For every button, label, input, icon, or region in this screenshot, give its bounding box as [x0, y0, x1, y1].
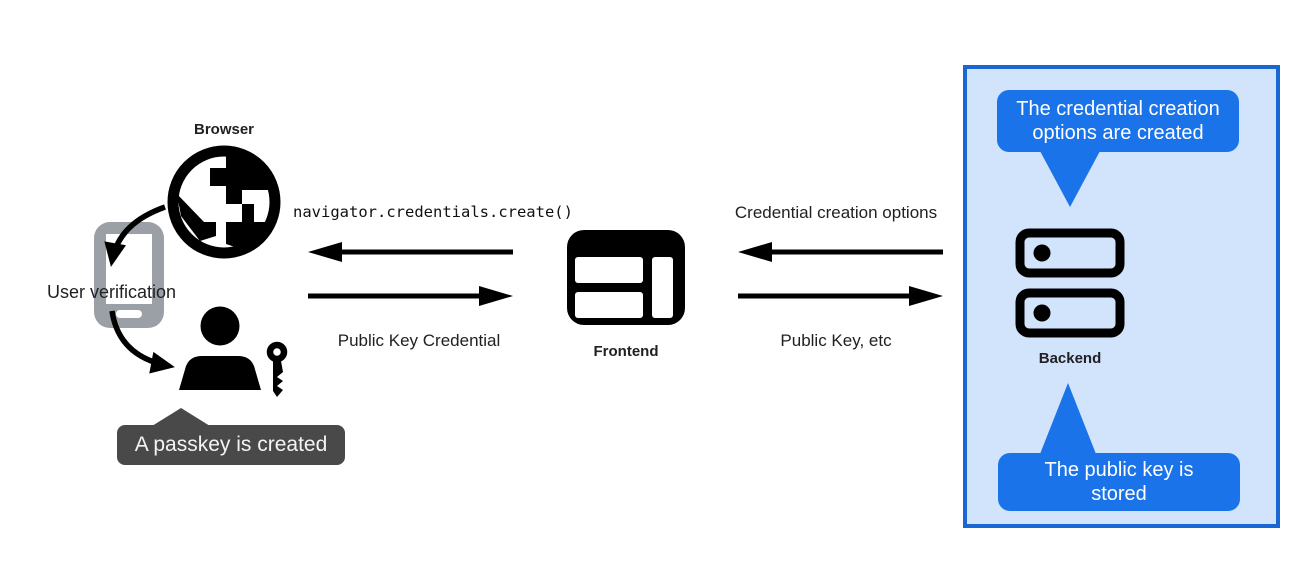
passkey-created-tooltip: A passkey is created — [117, 408, 345, 465]
frontend-label: Frontend — [593, 343, 659, 360]
tooltip-pointer-down — [1040, 151, 1100, 207]
arrow-right-icon — [738, 286, 943, 306]
user-key-icon — [179, 306, 288, 397]
tooltip-pointer-up — [152, 408, 210, 426]
public-key-stored-tooltip: The public key is stored — [998, 453, 1240, 511]
user-verification-label: User verification — [46, 282, 177, 302]
backend-label: Backend — [1038, 350, 1102, 367]
api-call-label: navigator.credentials.create() — [293, 203, 573, 221]
verification-flow-arrows — [104, 204, 175, 374]
tooltip-pointer-up — [1040, 383, 1096, 454]
credential-creation-options-label: Credential creation options — [734, 203, 938, 222]
backend-panel: The credential creation options are crea… — [963, 65, 1280, 528]
public-key-credential-label: Public Key Credential — [337, 331, 501, 350]
arrow-right-icon — [308, 286, 513, 306]
server-icon — [1015, 228, 1125, 338]
browser-window-icon — [567, 230, 685, 325]
public-key-stored-text: The public key is stored — [1044, 459, 1194, 505]
options-created-tooltip: The credential creation options are crea… — [997, 90, 1239, 152]
options-created-text: The credential creation options are crea… — [1016, 98, 1220, 144]
arrow-left-icon — [738, 242, 943, 262]
browser-label: Browser — [193, 121, 255, 138]
globe-icon — [167, 145, 281, 259]
passkey-created-text: A passkey is created — [134, 433, 328, 456]
public-key-etc-label: Public Key, etc — [780, 331, 892, 350]
arrow-left-icon — [308, 242, 513, 262]
